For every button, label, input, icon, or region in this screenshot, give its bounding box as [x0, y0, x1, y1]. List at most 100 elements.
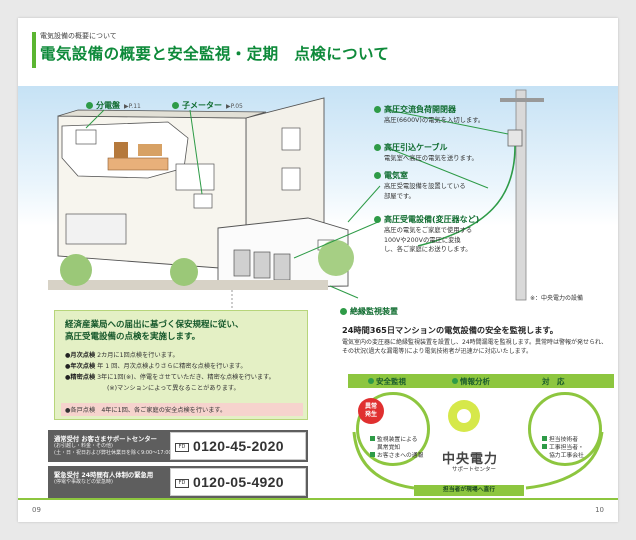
desc-cable: 電気室へ高圧の電気を送ります。 [384, 155, 478, 162]
footer-line [18, 498, 618, 500]
contact-emergency-title: 緊急受付 24時間有人体制の緊急用 [54, 472, 154, 479]
flow-step-label: 対 応 [542, 377, 565, 386]
inspection-title-line: 経済産業局への届出に基づく保安規程に従い、 [65, 320, 244, 330]
leader-switch [387, 109, 509, 135]
contact-emergency-line: (停電や事故などの緊急時) [54, 479, 113, 485]
header-accent-bar [32, 32, 36, 68]
page-title: 電気設備の概要と安全監視・定期 点検について [40, 45, 390, 63]
monitor-item-text: 監視装置による [377, 437, 418, 443]
leader-room [347, 185, 381, 223]
brochure-spread: 電気設備の概要について 電気設備の概要と安全監視・定期 点検について [18, 18, 618, 522]
desc-transformer: 高圧の電気をご家庭で使用する 100Vや200Vの電圧に変換 し、各ご家庭にお送… [384, 226, 472, 255]
flow-step-response: 対 応 [542, 376, 565, 387]
label-room: 電気室 [374, 170, 408, 181]
contact-emergency: 緊急受付 24時間有人体制の緊急用 (停電や事故などの緊急時) FD 0120-… [48, 466, 308, 498]
freedial-icon: FD [175, 479, 189, 488]
dot-icon [452, 378, 458, 384]
label-switch: 高圧交流負荷開閉器 [374, 104, 456, 115]
label-cable-name: 高圧引込ケーブル [384, 143, 448, 152]
regular-phone-number[interactable]: 0120-45-2020 [193, 438, 284, 454]
switch-box [507, 129, 523, 147]
alert-badge: 異常 発生 [358, 398, 384, 424]
contact-regular-line: (土・日・祝日および弊社休業日を除く9:00～17:00) [54, 450, 174, 456]
inspection-box: 経済産業局への届出に基づく保安規程に従い、 高圧受電設備の点検を実施します。 ●… [54, 310, 308, 420]
leader-breaker [85, 109, 105, 129]
transformer-1 [233, 249, 251, 277]
bullet-icon [370, 436, 375, 441]
dot-icon [172, 102, 179, 109]
flow-step-label: 情報分析 [460, 377, 490, 386]
support-center-label: サポートセンター [452, 467, 497, 473]
shrub [60, 254, 92, 286]
dot-icon [374, 144, 381, 151]
utility-pole [515, 89, 527, 301]
label-cable: 高圧引込ケーブル [374, 142, 448, 153]
dot-icon [374, 106, 381, 113]
freedial-icon: FD [175, 443, 189, 452]
dot-icon [368, 378, 374, 384]
label-monitor-name: 絶縁監視装置 [350, 307, 398, 316]
shrub-2 [170, 258, 198, 286]
facility-note: ※：中央電力の設備 [530, 295, 584, 302]
label-monitor: 絶縁監視装置 [340, 306, 398, 317]
inspection-row: ●月次点検 2カ月に1回点検を行います。 [65, 351, 179, 360]
inspection-row-text: 年 1 回、月次点検よりさらに精密な点検を行います。 [97, 363, 247, 370]
flow-step-monitor: 安全監視 [368, 376, 406, 387]
building-roof [57, 109, 267, 119]
desc-room-line: 部屋です。 [384, 192, 415, 200]
inspection-row-text: 2カ月に1回点検を行います。 [97, 352, 179, 359]
response-item-text: 担当技術者 [549, 437, 578, 443]
inspection-row: ●精密点検 3年に1回(※)、停電をさせていただき、精密な点検を行います。 [65, 373, 275, 382]
leader-transformer [293, 221, 379, 259]
inspection-title: 経済産業局への届出に基づく保安規程に従い、 高圧受電設備の点検を実施します。 [65, 319, 244, 343]
contact-regular-phone-box: FD 0120-45-2020 [170, 432, 306, 460]
window-side-2 [281, 167, 301, 191]
contact-regular: 通常受付 お客さまサポートセンター (お引越し・料金・その他) (土・日・祝日お… [48, 430, 308, 462]
company-logo-center [457, 409, 471, 423]
response-item-text: 工事担当者・ [549, 445, 584, 451]
leader-cable [387, 147, 489, 189]
pole-crossarm [500, 98, 544, 102]
alert-line: 異常 [364, 403, 377, 410]
response-circle [528, 392, 602, 466]
leader-meter [189, 109, 203, 195]
contact-regular-line: (お引越し・料金・その他) [54, 443, 113, 449]
desc-transformer-line: 高圧の電気をご家庭で使用する [384, 227, 473, 234]
inspection-row: ●年次点検 年 1 回、月次点検よりさらに精密な点検を行います。 [65, 362, 247, 371]
monitor-item: お客さまへの通報 [370, 452, 423, 460]
leader-monitor [329, 285, 359, 299]
page-number-right: 10 [595, 506, 604, 514]
inspection-title-line: 高圧受電設備の点検を実施します。 [65, 332, 201, 342]
monitor-item-text: お客さまへの通報 [377, 453, 424, 459]
response-items: 担当技術者 工事担当者・ 協力工事会社 [542, 436, 584, 460]
monitoring-desc: 電気室内の変圧器に絶縁監視装置を設置し、24時間漏電を監視します。異常時は警報が… [342, 339, 608, 355]
label-meter-ref: ▶P.05 [226, 103, 243, 110]
room-floor [107, 157, 169, 171]
contact-regular-title: 通常受付 お客さまサポートセンター [54, 436, 157, 443]
room-furniture-2 [138, 144, 162, 156]
desc-transformer-line: し、各ご家庭にお送りします。 [384, 246, 472, 253]
response-item-text: 協力工事会社 [549, 453, 584, 459]
flow-curve-left [352, 431, 415, 490]
flow-arrow-bar [348, 374, 614, 388]
response-item: 工事担当者・ [542, 444, 584, 452]
dot-icon [374, 172, 381, 179]
flow-curve-right [525, 431, 604, 490]
tree [318, 240, 354, 276]
desc-room: 高圧受電設備を設置している 部屋です。 [384, 182, 466, 201]
meter-box [193, 193, 213, 209]
label-meter-name: 子メーター [182, 101, 222, 110]
transformer-3 [273, 253, 291, 281]
page-number-left: 09 [32, 506, 41, 514]
emergency-phone-number[interactable]: 0120-05-4920 [193, 474, 284, 490]
breaker-panel [75, 129, 97, 145]
dot-icon [86, 102, 93, 109]
monitor-item: 監視装置による [370, 436, 423, 444]
building-illustration [48, 89, 604, 490]
inspection-row-key: ●精密点検 [65, 374, 96, 381]
room-furniture [114, 142, 128, 158]
label-room-name: 電気室 [384, 171, 408, 180]
household-inspection-row: ●各戸点検 4年に1回、各ご家庭の安全点検を行います。 [61, 403, 303, 416]
inspection-row-key: ●年次点検 [65, 363, 96, 370]
bullet-icon [370, 452, 375, 457]
